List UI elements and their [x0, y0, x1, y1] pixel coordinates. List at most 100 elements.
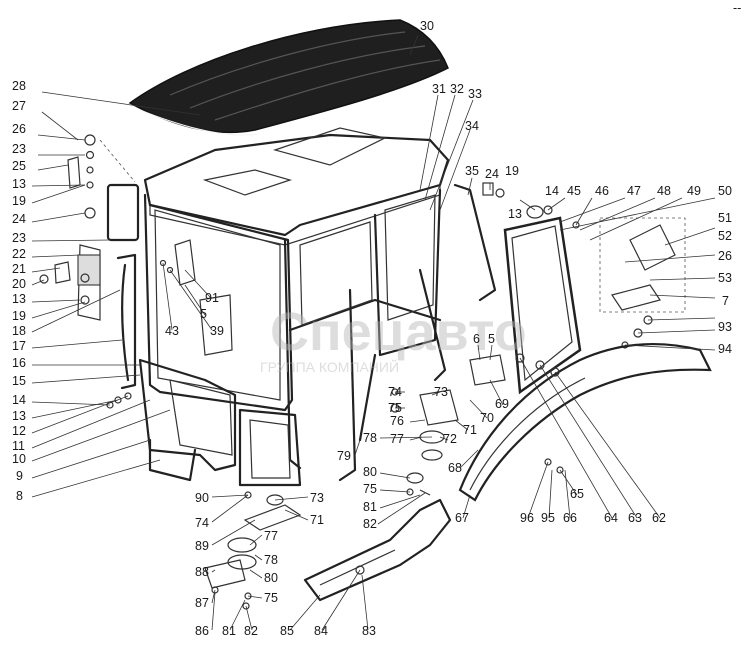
callout-74: 74	[195, 516, 209, 530]
callout-51: 51	[718, 211, 732, 225]
callout-91: 91	[205, 291, 219, 305]
callout-31: 31	[432, 82, 446, 96]
callout-65: 65	[570, 487, 584, 501]
callout-69: 69	[495, 397, 509, 411]
rear-window-panel	[503, 216, 582, 395]
callout-20: 20	[12, 277, 26, 291]
callout-6: 6	[473, 332, 480, 346]
callout-63: 63	[628, 511, 642, 525]
watermark: Спецавто ГРУППА КОМПАНИЙ	[260, 302, 527, 375]
callout-71: 71	[310, 513, 324, 527]
callout-87: 87	[195, 596, 209, 610]
callout-39: 39	[210, 324, 224, 338]
svg-text:Спецавто: Спецавто	[270, 302, 527, 362]
leader-lines	[31, 34, 716, 631]
callout-13: 13	[12, 292, 26, 306]
callout-79: 79	[337, 449, 351, 463]
callout-68: 68	[448, 461, 462, 475]
callout-95: 95	[541, 511, 555, 525]
callout-66: 66	[563, 511, 577, 525]
callout-52: 52	[718, 229, 732, 243]
callout-10: 10	[12, 452, 26, 466]
callout-17: 17	[12, 339, 26, 353]
callout-77: 77	[264, 529, 278, 543]
callout-5: 5	[488, 332, 495, 346]
callout-50: 50	[718, 184, 732, 198]
callout-16: 16	[12, 356, 26, 370]
callout-76: 76	[390, 414, 404, 428]
callout-89: 89	[195, 539, 209, 553]
callout-64: 64	[604, 511, 618, 525]
callout-96: 96	[520, 511, 534, 525]
callout-82: 82	[244, 624, 258, 638]
callout-72: 72	[443, 432, 457, 446]
callout-75: 75	[363, 482, 377, 496]
left-door-glass	[77, 183, 140, 321]
callout-32: 32	[450, 82, 464, 96]
callout-30: 30	[420, 19, 434, 33]
cab-frame	[116, 127, 497, 487]
callout-71: 71	[463, 423, 477, 437]
callout-84: 84	[314, 624, 328, 638]
callout-67: 67	[455, 511, 469, 525]
front-mounting-block	[204, 472, 431, 610]
callout-27: 27	[12, 99, 26, 113]
callout-19: 19	[12, 309, 26, 323]
callout-34: 34	[465, 119, 479, 133]
callout-62: 62	[652, 511, 666, 525]
callout-90: 90	[195, 491, 209, 505]
callout-47: 47	[627, 184, 641, 198]
callout-53: 53	[718, 271, 732, 285]
callout-24: 24	[12, 212, 26, 226]
callout-21: 21	[12, 262, 26, 276]
callout-75: 75	[264, 591, 278, 605]
cab-roof	[128, 19, 449, 136]
right-hinge-parts	[482, 182, 686, 349]
callout-73: 73	[310, 491, 324, 505]
callout-86: 86	[195, 624, 209, 638]
callout-94: 94	[718, 342, 732, 356]
callout-18: 18	[12, 324, 26, 338]
callout-70: 70	[480, 411, 494, 425]
callout-25: 25	[12, 159, 26, 173]
callout-5: 5	[200, 307, 207, 321]
callout-13: 13	[12, 409, 26, 423]
callout-80: 80	[363, 465, 377, 479]
callout-9: 9	[16, 469, 23, 483]
callout-19: 19	[12, 194, 26, 208]
callout-7: 7	[722, 294, 729, 308]
callout-24: 24	[485, 167, 499, 181]
callout-78: 78	[363, 431, 377, 445]
lower-support-bracket	[303, 498, 452, 602]
callout-85: 85	[280, 624, 294, 638]
callout-88: 88	[195, 565, 209, 579]
callout-73: 73	[434, 385, 448, 399]
callout-49: 49	[687, 184, 701, 198]
callout-77: 77	[390, 432, 404, 446]
callout-14: 14	[545, 184, 559, 198]
callout-93: 93	[718, 320, 732, 334]
callout-46: 46	[595, 184, 609, 198]
callout-labels: 30 28 27 26 23 25 13 19 24 23 22 21 20 1…	[12, 19, 732, 638]
svg-text:ГРУППА КОМПАНИЙ: ГРУППА КОМПАНИЙ	[260, 358, 399, 375]
callout-35: 35	[465, 164, 479, 178]
callout-80: 80	[264, 571, 278, 585]
callout-48: 48	[657, 184, 671, 198]
callout-26: 26	[12, 122, 26, 136]
callout-13: 13	[12, 177, 26, 191]
callout-81: 81	[363, 500, 377, 514]
callout-22: 22	[12, 247, 26, 261]
callout-19: 19	[505, 164, 519, 178]
callout-81: 81	[222, 624, 236, 638]
callout-82: 82	[363, 517, 377, 531]
callout-14: 14	[12, 393, 26, 407]
callout-78: 78	[264, 553, 278, 567]
callout-43: 43	[165, 324, 179, 338]
right-fender	[458, 342, 712, 502]
callout-83: 83	[362, 624, 376, 638]
callout-12: 12	[12, 424, 26, 438]
callout-28: 28	[12, 79, 26, 93]
callout-75: 75	[388, 401, 402, 415]
callout-23: 23	[12, 231, 26, 245]
